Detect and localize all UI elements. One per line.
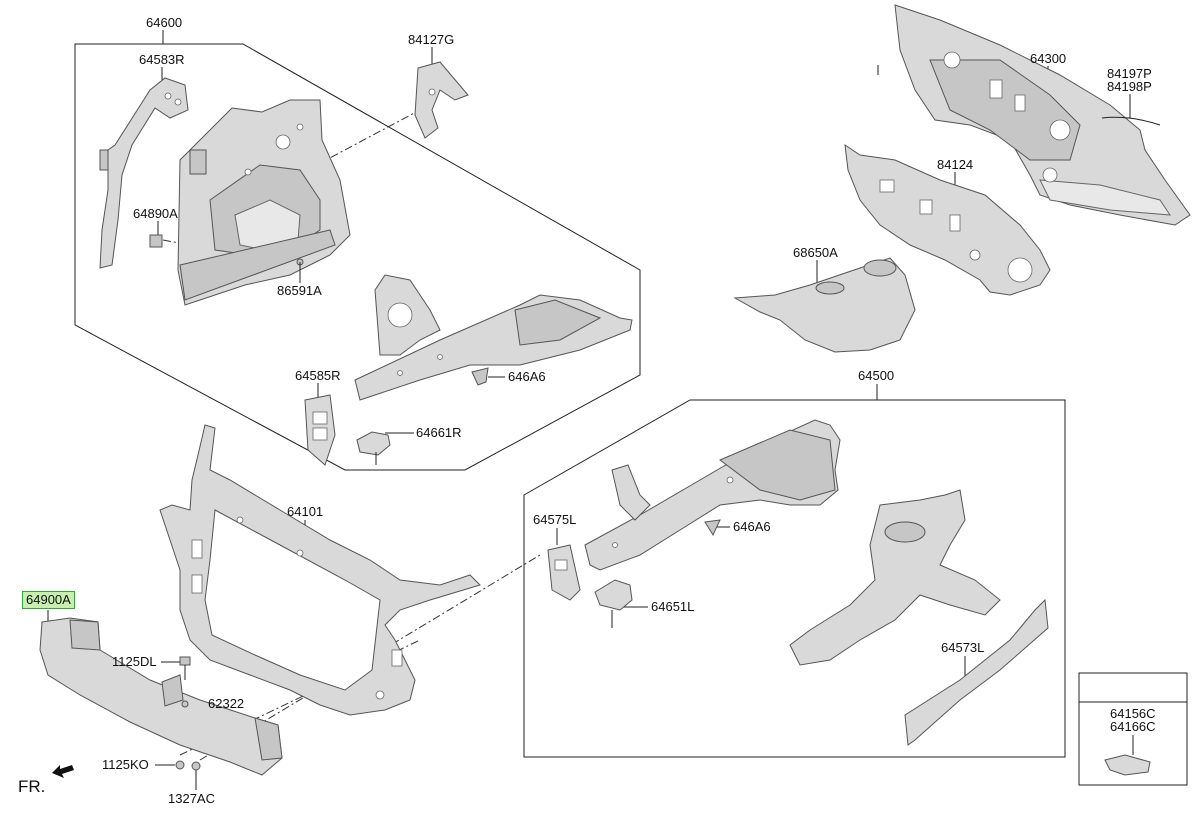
label-68650A[interactable]: 68650A — [793, 245, 838, 260]
part-646A6-bottom — [704, 519, 721, 537]
front-direction-label: FR. — [18, 777, 46, 796]
label-64890A[interactable]: 64890A — [133, 206, 178, 221]
part-64156C — [1104, 754, 1151, 776]
part-64500-apron — [789, 489, 1001, 666]
label-64585R[interactable]: 64585R — [295, 368, 341, 383]
part-646A6-top — [471, 367, 489, 386]
part-64661R — [356, 431, 391, 465]
part-1125DL — [179, 656, 191, 680]
label-64573L[interactable]: 64573L — [941, 640, 985, 655]
label-64166C[interactable]: 64166C — [1110, 719, 1156, 734]
group-box-64156C — [1078, 672, 1188, 786]
part-64101-radiator-support — [159, 424, 481, 716]
part-64573L — [904, 598, 1049, 746]
label-64156C[interactable]: 64156C — [1110, 706, 1156, 721]
part-64651L — [594, 579, 633, 628]
part-62322 — [161, 674, 189, 708]
label-64900A[interactable]: 64900A — [22, 591, 75, 609]
label-1125DL[interactable]: 1125DL — [112, 654, 157, 669]
label-84124[interactable]: 84124 — [937, 157, 974, 172]
label-64300[interactable]: 64300 — [1030, 51, 1067, 66]
label-86591A[interactable]: 86591A — [277, 283, 322, 298]
part-86591A — [296, 258, 304, 270]
part-64900A-bumper-beam — [39, 617, 283, 776]
part-64575L — [547, 544, 581, 601]
part-84124 — [844, 143, 1051, 296]
label-646A6-bottom[interactable]: 646A6 — [733, 519, 771, 534]
label-64661R[interactable]: 64661R — [416, 425, 462, 440]
label-84127G[interactable]: 84127G — [408, 32, 455, 47]
label-62322[interactable]: 62322 — [208, 696, 245, 711]
label-64583R[interactable]: 64583R — [139, 52, 185, 67]
part-1327AC — [191, 761, 201, 771]
part-64600-side-member — [354, 274, 633, 401]
part-64500-side-member — [584, 419, 841, 571]
label-64651L[interactable]: 64651L — [651, 599, 695, 614]
part-1125KO — [175, 760, 185, 770]
part-84127G — [414, 61, 469, 139]
label-1327AC[interactable]: 1327AC — [168, 791, 215, 806]
label-64500[interactable]: 64500 — [858, 368, 895, 383]
label-64101[interactable]: 64101 — [287, 504, 324, 519]
part-64585R — [304, 394, 336, 466]
part-64890A — [149, 234, 163, 248]
part-84197P — [1101, 116, 1161, 126]
part-68650A — [733, 257, 916, 353]
group-box-64600 — [74, 43, 641, 471]
label-64600[interactable]: 64600 — [146, 15, 183, 30]
front-direction-arrow-icon — [52, 765, 74, 778]
part-64300-dash-panel — [894, 4, 1191, 226]
label-64575L[interactable]: 64575L — [533, 512, 577, 527]
label-1125KO[interactable]: 1125KO — [102, 757, 149, 772]
part-64600-wheelhouse — [177, 99, 351, 306]
label-646A6-top[interactable]: 646A6 — [508, 369, 546, 384]
label-84198P[interactable]: 84198P — [1107, 79, 1152, 94]
part-64583R — [99, 77, 189, 269]
label-84197P[interactable]: 84197P — [1107, 66, 1152, 81]
group-box-64500 — [523, 399, 1066, 758]
